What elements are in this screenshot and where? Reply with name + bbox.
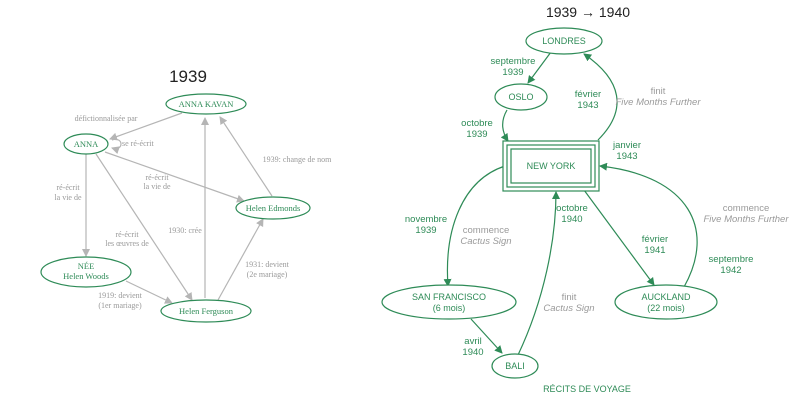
label-oct1939-l1: octobre bbox=[461, 118, 493, 129]
edge-edmonds-kavan bbox=[219, 116, 273, 197]
node-helen-ferguson-label: Helen Ferguson bbox=[179, 306, 234, 316]
edge-newyork-auckland bbox=[583, 189, 655, 286]
label-sept1939-l2: 1939 bbox=[502, 67, 523, 78]
edge-oslo-newyork bbox=[500, 109, 509, 142]
label-finit1-l2: Five Months Further bbox=[616, 97, 702, 108]
label-avril1940-l1: avril bbox=[464, 336, 481, 347]
node-helen-ferguson bbox=[160, 299, 252, 323]
node-anna-label: ANNA bbox=[74, 139, 99, 149]
label-oct1939-l2: 1939 bbox=[466, 129, 487, 140]
label-devient1-l1: 1919: devient bbox=[98, 291, 143, 300]
label-commence1-l1: commence bbox=[463, 225, 509, 236]
label-fev1943-l2: 1943 bbox=[577, 100, 598, 111]
label-avril1940-l2: 1940 bbox=[462, 347, 483, 358]
edge-anna-self bbox=[111, 138, 122, 155]
label-reecrit-oeuvres-l2: les œuvres de bbox=[105, 239, 149, 248]
edge-kavan-anna bbox=[109, 112, 183, 141]
right-diagram: 1939 → 1940 LONDRES OSLO NEW YORK bbox=[381, 4, 790, 394]
node-helen-edmonds-label: Helen Edmonds bbox=[246, 203, 301, 213]
label-fev1943-l1: février bbox=[575, 89, 601, 100]
label-devient2-l2: (2e mariage) bbox=[247, 270, 288, 279]
node-nee-label-l1: NÉE bbox=[78, 261, 95, 271]
edge-anna-ferguson bbox=[95, 153, 193, 301]
edge-newyork-sanfrancisco bbox=[443, 165, 506, 287]
node-nee-label-l2: Helen Woods bbox=[63, 271, 109, 281]
label-reecrit-vie-2-l2: la vie de bbox=[143, 182, 171, 191]
label-fev1941-l2: 1941 bbox=[644, 245, 665, 256]
node-londres-label: LONDRES bbox=[542, 36, 586, 46]
label-devient1-l2: (1er mariage) bbox=[98, 301, 142, 310]
node-londres bbox=[525, 27, 603, 55]
left-diagram: 1939 défictionnalisée par se ré-écrit ré… bbox=[40, 67, 332, 323]
edge-londres-oslo bbox=[527, 51, 552, 84]
label-finit2-l1: finit bbox=[562, 292, 577, 303]
edge-ferguson-edmonds bbox=[217, 218, 264, 301]
node-oslo-label: OSLO bbox=[508, 92, 533, 102]
node-auckland-label-l2: (22 mois) bbox=[647, 303, 685, 313]
label-sept1942-l2: 1942 bbox=[720, 265, 741, 276]
label-sept1942-l1: septembre bbox=[709, 254, 754, 265]
node-anna bbox=[63, 133, 109, 155]
label-commence2-l1: commence bbox=[723, 203, 769, 214]
node-sanfrancisco-label-l2: (6 mois) bbox=[433, 303, 466, 313]
label-nov1939-l1: novembre bbox=[405, 214, 447, 225]
label-reecrit-vie-2-l1: ré-écrit bbox=[145, 173, 169, 182]
label-reecrit-vie-1-l2: la vie de bbox=[54, 193, 82, 202]
edge-nee-ferguson bbox=[125, 280, 173, 304]
label-oct1940-l2: 1940 bbox=[561, 214, 582, 225]
edge-bali-newyork bbox=[517, 191, 560, 356]
right-title: 1939 → 1940 bbox=[546, 4, 630, 20]
label-reecrit-vie-1-l1: ré-écrit bbox=[56, 183, 80, 192]
edge-anna-edmonds bbox=[104, 151, 245, 203]
node-newyork-inner bbox=[510, 148, 592, 184]
node-oslo bbox=[494, 83, 548, 111]
node-nee bbox=[40, 256, 132, 288]
node-auckland bbox=[614, 284, 718, 320]
label-finit1-l1: finit bbox=[651, 86, 666, 97]
label-devient2-l1: 1931: devient bbox=[245, 260, 290, 269]
node-sanfrancisco bbox=[381, 284, 517, 320]
node-helen-edmonds bbox=[235, 196, 311, 220]
label-commence2-l2: Five Months Further bbox=[704, 214, 790, 225]
node-anna-kavan-label: ANNA KAVAN bbox=[179, 99, 234, 109]
edge-auckland-newyork bbox=[599, 162, 698, 288]
label-recits: RÉCITS DE VOYAGE bbox=[543, 384, 631, 394]
node-auckland-label-l1: AUCKLAND bbox=[641, 292, 691, 302]
label-change-nom: 1939: change de nom bbox=[263, 155, 332, 164]
node-sanfrancisco-label-l1: SAN FRANCISCO bbox=[412, 292, 486, 302]
label-fev1941-l1: février bbox=[642, 234, 668, 245]
label-cree: 1930: crée bbox=[168, 226, 202, 235]
label-finit2-l2: Cactus Sign bbox=[543, 303, 594, 314]
label-jan1943-l2: 1943 bbox=[616, 151, 637, 162]
label-sept1939-l1: septembre bbox=[491, 56, 536, 67]
label-defictionnalisee: défictionnalisée par bbox=[75, 114, 138, 123]
node-newyork-label: NEW YORK bbox=[527, 161, 576, 171]
label-nov1939-l2: 1939 bbox=[415, 225, 436, 236]
label-commence1-l2: Cactus Sign bbox=[460, 236, 511, 247]
node-anna-kavan bbox=[165, 93, 247, 115]
edge-sanfrancisco-bali bbox=[470, 318, 503, 354]
label-oct1940-l1: octobre bbox=[556, 203, 588, 214]
label-reecrit-oeuvres-l1: ré-écrit bbox=[115, 230, 139, 239]
edge-newyork-londres bbox=[583, 53, 618, 141]
node-bali-label: BALI bbox=[505, 361, 525, 371]
label-jan1943-l1: janvier bbox=[612, 140, 641, 151]
node-bali bbox=[491, 353, 539, 379]
left-title: 1939 bbox=[169, 67, 207, 86]
label-se-reecrit: se ré-écrit bbox=[122, 139, 155, 148]
